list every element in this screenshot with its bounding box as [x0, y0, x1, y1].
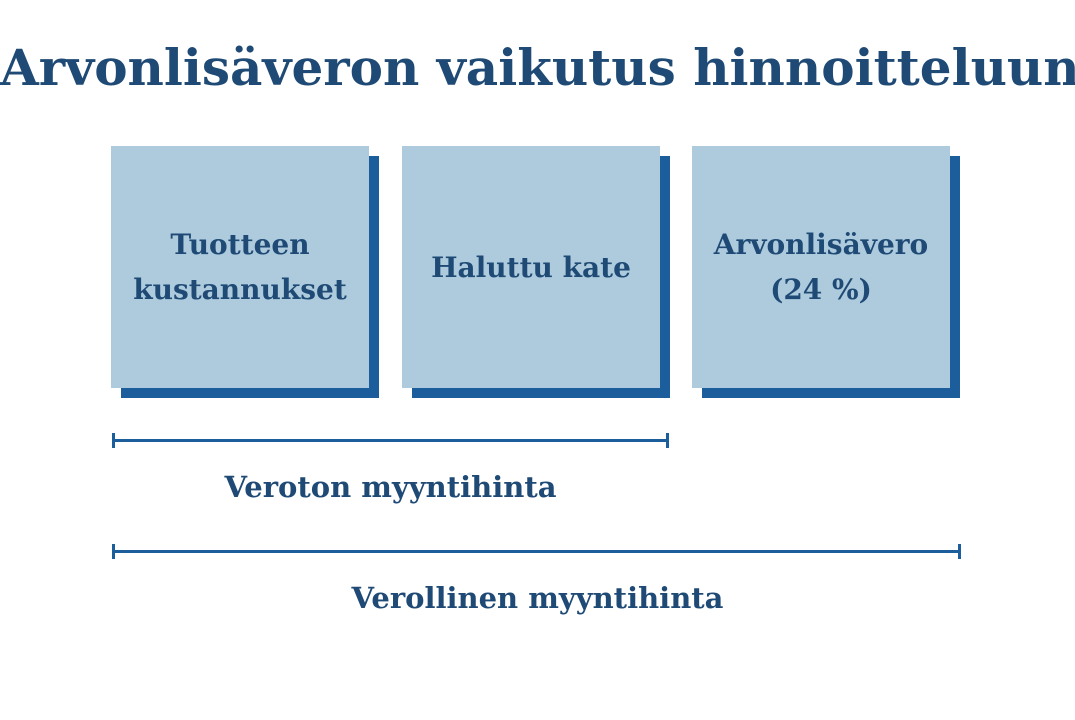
box-desired-margin: Haluttu kate: [402, 146, 670, 398]
diagram-title: Arvonlisäveron vaikutus hinnoitteluun: [0, 38, 1075, 97]
box-face: Arvonlisävero (24 %): [692, 146, 950, 388]
gross-price-label: Verollinen myyntihinta: [351, 581, 724, 615]
box-vat: Arvonlisävero (24 %): [692, 146, 960, 398]
bracket-tick-left: [112, 544, 115, 559]
box-label-desired-margin: Haluttu kate: [431, 250, 631, 284]
box-label-product-costs: Tuotteen kustannukset: [133, 228, 347, 306]
box-face: Tuotteen kustannukset: [111, 146, 369, 388]
net-price-label: Veroton myyntihinta: [224, 470, 557, 504]
net-price-bracket: [112, 433, 669, 448]
bracket-tick-right: [958, 544, 961, 559]
box-face: Haluttu kate: [402, 146, 660, 388]
gross-price-bracket: [112, 544, 961, 559]
bracket-line: [112, 550, 961, 553]
bracket-tick-right: [666, 433, 669, 448]
box-product-costs: Tuotteen kustannukset: [111, 146, 379, 398]
bracket-line: [112, 439, 669, 442]
bracket-tick-left: [112, 433, 115, 448]
box-label-vat: Arvonlisävero (24 %): [713, 228, 929, 306]
